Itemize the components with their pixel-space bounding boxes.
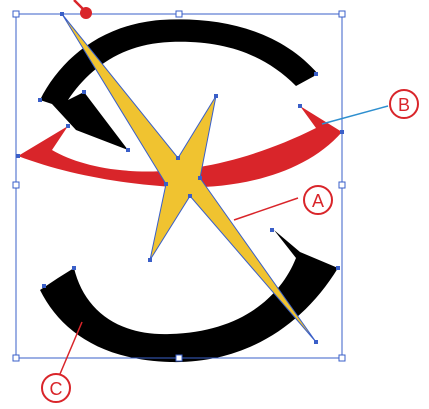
anchor-point[interactable]	[82, 90, 86, 94]
anchor-point[interactable]	[148, 258, 152, 262]
anchor-point[interactable]	[270, 228, 274, 232]
handle-top-center[interactable]	[176, 11, 182, 17]
anchor-point[interactable]	[16, 154, 20, 158]
anchor-point[interactable]	[42, 284, 46, 288]
callout-a-leader	[234, 198, 298, 220]
callout-c-leader	[60, 322, 82, 374]
anchor-point[interactable]	[164, 182, 168, 186]
red-dot-marker	[74, 0, 92, 19]
handle-bottom-right[interactable]	[339, 355, 345, 361]
handle-top-left[interactable]	[13, 11, 19, 17]
anchor-point[interactable]	[340, 130, 344, 134]
anchor-point[interactable]	[314, 340, 318, 344]
shape-c-lower-arc[interactable]	[40, 230, 338, 362]
anchor-point[interactable]	[314, 72, 318, 76]
anchor-point[interactable]	[198, 176, 202, 180]
handle-bottom-center[interactable]	[176, 355, 182, 361]
handle-middle-right[interactable]	[339, 182, 345, 188]
anchor-point[interactable]	[38, 98, 42, 102]
callout-b: B	[322, 90, 418, 124]
handle-bottom-left[interactable]	[13, 355, 19, 361]
red-dot	[80, 7, 92, 19]
handle-top-right[interactable]	[339, 11, 345, 17]
anchor-point[interactable]	[126, 148, 130, 152]
callout-b-leader	[322, 106, 388, 124]
anchor-point[interactable]	[188, 194, 192, 198]
callout-a: A	[234, 186, 332, 220]
anchor-point[interactable]	[214, 94, 218, 98]
anchor-point[interactable]	[66, 124, 70, 128]
anchor-point[interactable]	[336, 266, 340, 270]
anchor-point[interactable]	[176, 156, 180, 160]
anchor-point[interactable]	[60, 12, 64, 16]
anchor-point[interactable]	[298, 104, 302, 108]
callout-c-label: C	[50, 379, 63, 399]
callout-b-label: B	[398, 95, 410, 115]
handle-middle-left[interactable]	[13, 182, 19, 188]
anchor-point[interactable]	[72, 266, 76, 270]
callout-c: C	[42, 322, 82, 402]
callout-a-label: A	[312, 191, 324, 211]
